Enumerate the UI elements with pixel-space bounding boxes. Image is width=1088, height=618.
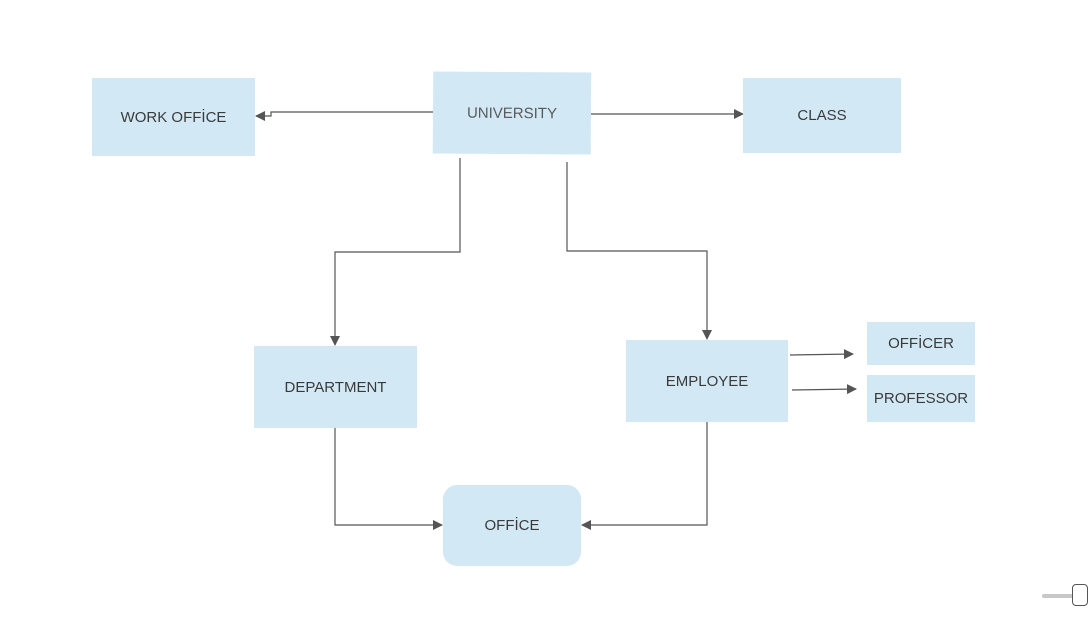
node-officer-label: OFFİCER <box>888 335 954 352</box>
zoom-slider-handle[interactable] <box>1072 584 1088 606</box>
edge-university-department[interactable] <box>330 158 461 346</box>
edge-university-work-office[interactable] <box>255 111 433 121</box>
zoom-slider-track[interactable] <box>1042 594 1082 598</box>
edge-employee-professor[interactable] <box>791 384 857 395</box>
node-university-label: UNIVERSITY <box>466 104 558 122</box>
node-work-office-label: WORK OFFİCE <box>120 108 227 126</box>
node-officer[interactable]: OFFİCER <box>867 322 975 365</box>
node-office[interactable]: OFFİCE <box>443 485 581 566</box>
node-professor[interactable]: PROFESSOR <box>867 375 975 422</box>
edge-university-employee[interactable] <box>566 162 712 340</box>
node-work-office[interactable]: WORK OFFİCE <box>92 78 255 156</box>
node-professor-label: PROFESSOR <box>873 390 969 407</box>
edge-department-office[interactable] <box>334 428 443 530</box>
edge-employee-officer[interactable] <box>789 349 854 360</box>
node-employee[interactable]: EMPLOYEE <box>626 340 788 422</box>
node-department[interactable]: DEPARTMENT <box>254 346 417 428</box>
node-class[interactable]: CLASS <box>743 78 901 153</box>
node-office-label: OFFİCE <box>484 517 540 534</box>
node-department-label: DEPARTMENT <box>284 378 387 396</box>
edge-employee-office[interactable] <box>581 422 708 530</box>
node-university[interactable]: UNIVERSITY <box>432 71 592 155</box>
node-employee-label: EMPLOYEE <box>665 372 749 390</box>
zoom-slider[interactable] <box>1042 584 1088 608</box>
node-class-label: CLASS <box>797 107 847 124</box>
